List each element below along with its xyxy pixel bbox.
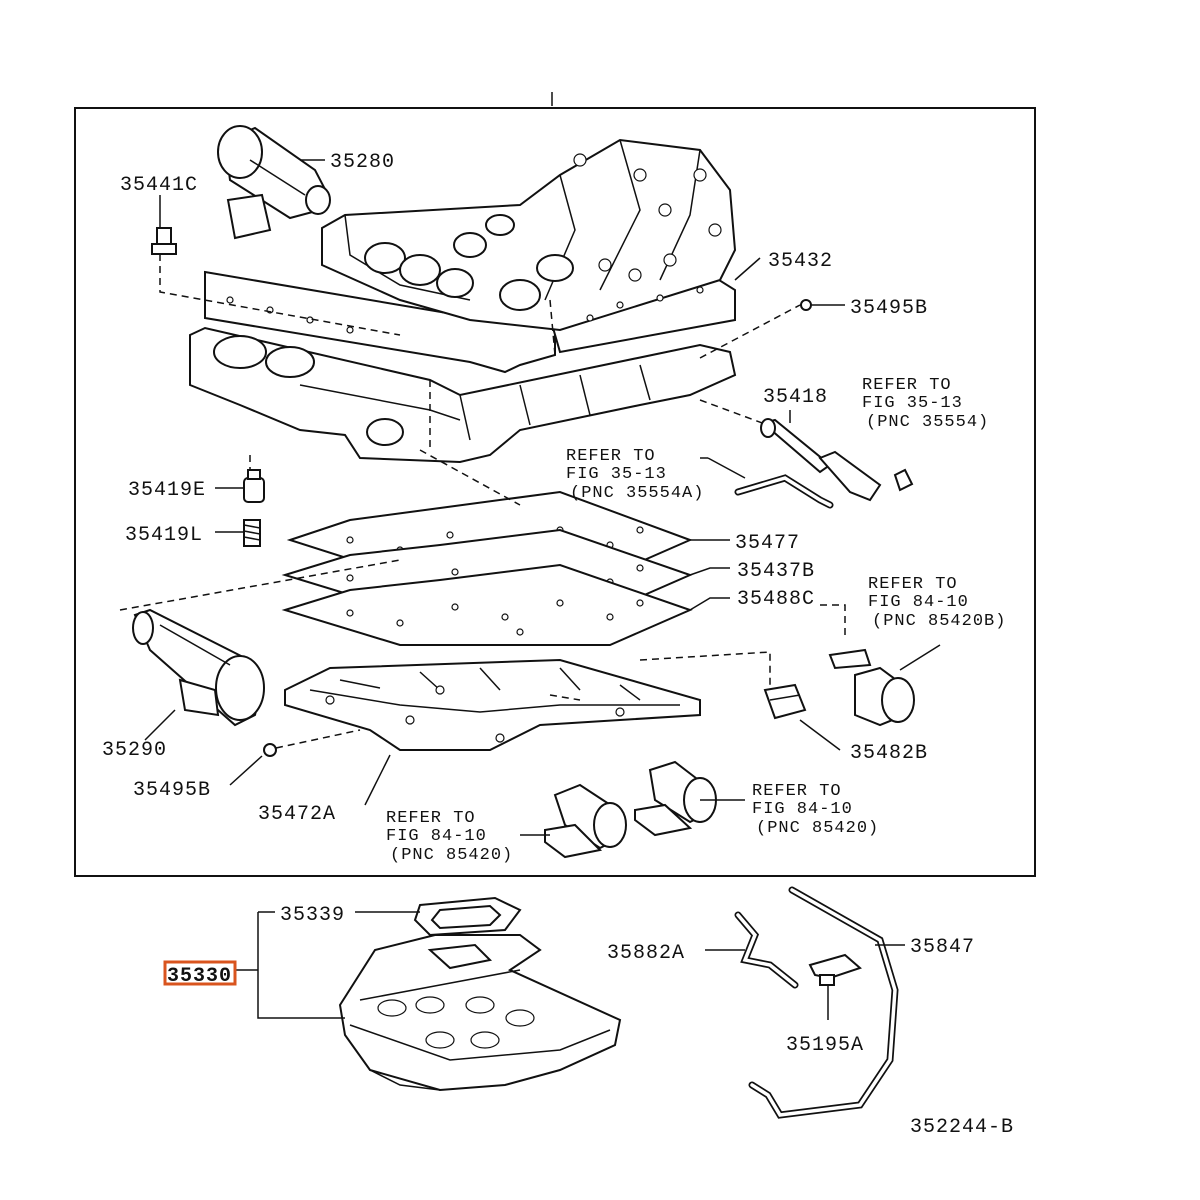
pipe-35847-illustration: [748, 886, 899, 1119]
label-35419l[interactable]: 35419L: [125, 524, 203, 547]
assembly-frame: [74, 107, 1036, 877]
oil-strainer-35330-illustration: [338, 934, 622, 1092]
gasket-35488c-illustration: [281, 563, 693, 646]
svg-text:(PNC 35554): (PNC 35554): [866, 413, 989, 432]
bolt-35441c-illustration: [151, 227, 177, 255]
label-35339[interactable]: 35339: [280, 904, 345, 927]
pipe-35554a: [734, 474, 834, 509]
svg-text:FIG 84-10: FIG 84-10: [868, 593, 969, 612]
pipe-35882a-illustration: [734, 911, 799, 989]
clip-35482b-illustration: [763, 683, 807, 720]
svg-text:REFER TO: REFER TO: [862, 376, 952, 395]
label-35477[interactable]: 35477: [735, 532, 800, 555]
solenoid-85420b-illustration: [828, 648, 915, 727]
label-35437b[interactable]: 35437B: [737, 560, 815, 583]
lower-valve-body-35472a-illustration: [284, 658, 701, 751]
refer-note-35554a: REFER TO FIG 35-13 (PNC 35554A): [566, 447, 704, 503]
solenoid-35290-illustration: [132, 608, 265, 727]
label-35419e[interactable]: 35419E: [128, 479, 206, 502]
label-35472a[interactable]: 35472A: [258, 803, 336, 826]
label-35418[interactable]: 35418: [763, 386, 828, 409]
svg-text:FIG 35-13: FIG 35-13: [862, 394, 963, 413]
svg-text:REFER TO: REFER TO: [386, 809, 476, 828]
highlight-box: [163, 960, 237, 986]
label-35882a[interactable]: 35882A: [607, 942, 685, 965]
refer-note-35554: REFER TO FIG 35-13 (PNC 35554): [862, 376, 989, 432]
check-ball-bottom: [263, 743, 277, 757]
refer-note-85420-right: REFER TO FIG 84-10 (PNC 85420): [752, 782, 879, 838]
valve-body-illustration: [189, 138, 737, 464]
label-35330[interactable]: 35330: [167, 965, 232, 988]
figure-id: 352244-B: [910, 1116, 1014, 1139]
svg-text:(PNC 85420B): (PNC 85420B): [872, 612, 1006, 631]
svg-text:REFER TO: REFER TO: [566, 447, 656, 466]
label-35441c[interactable]: 35441C: [120, 174, 198, 197]
label-35847[interactable]: 35847: [910, 936, 975, 959]
label-35290[interactable]: 35290: [102, 739, 167, 762]
check-ball-top: [800, 299, 812, 311]
svg-text:REFER TO: REFER TO: [752, 782, 842, 801]
part-labels: 35280 35441C 35432 35495B 35418 35419E 3…: [102, 151, 1014, 1139]
valve-35419e-illustration: [243, 469, 265, 503]
label-35432[interactable]: 35432: [768, 250, 833, 273]
svg-text:FIG 35-13: FIG 35-13: [566, 465, 667, 484]
svg-text:(PNC 85420): (PNC 85420): [756, 819, 879, 838]
svg-text:FIG 84-10: FIG 84-10: [386, 827, 487, 846]
solenoid-85420-right-illustration: [634, 760, 717, 837]
label-35330-highlighted[interactable]: 35330: [163, 960, 237, 988]
label-35195a[interactable]: 35195A: [786, 1034, 864, 1057]
label-35495b-bottom[interactable]: 35495B: [133, 779, 211, 802]
refer-note-85420-left: REFER TO FIG 84-10 (PNC 85420): [386, 809, 513, 865]
svg-text:FIG 84-10: FIG 84-10: [752, 800, 853, 819]
clamp-35195a-illustration: [808, 953, 862, 986]
label-35488c[interactable]: 35488C: [737, 588, 815, 611]
label-35495b-top[interactable]: 35495B: [850, 297, 928, 320]
spring-35419l-illustration: [243, 519, 261, 547]
solenoid-35280-illustration: [217, 125, 331, 240]
refer-note-85420b: REFER TO FIG 84-10 (PNC 85420B): [868, 575, 1006, 631]
pin-35418-illustration: [760, 418, 914, 502]
label-35280[interactable]: 35280: [330, 151, 395, 174]
gasket-35339-illustration: [413, 896, 522, 937]
solenoid-85420-left-illustration: [544, 783, 627, 859]
svg-text:(PNC 35554A): (PNC 35554A): [570, 484, 704, 503]
svg-text:(PNC 85420): (PNC 85420): [390, 846, 513, 865]
label-35482b[interactable]: 35482B: [850, 742, 928, 765]
svg-text:REFER TO: REFER TO: [868, 575, 958, 594]
